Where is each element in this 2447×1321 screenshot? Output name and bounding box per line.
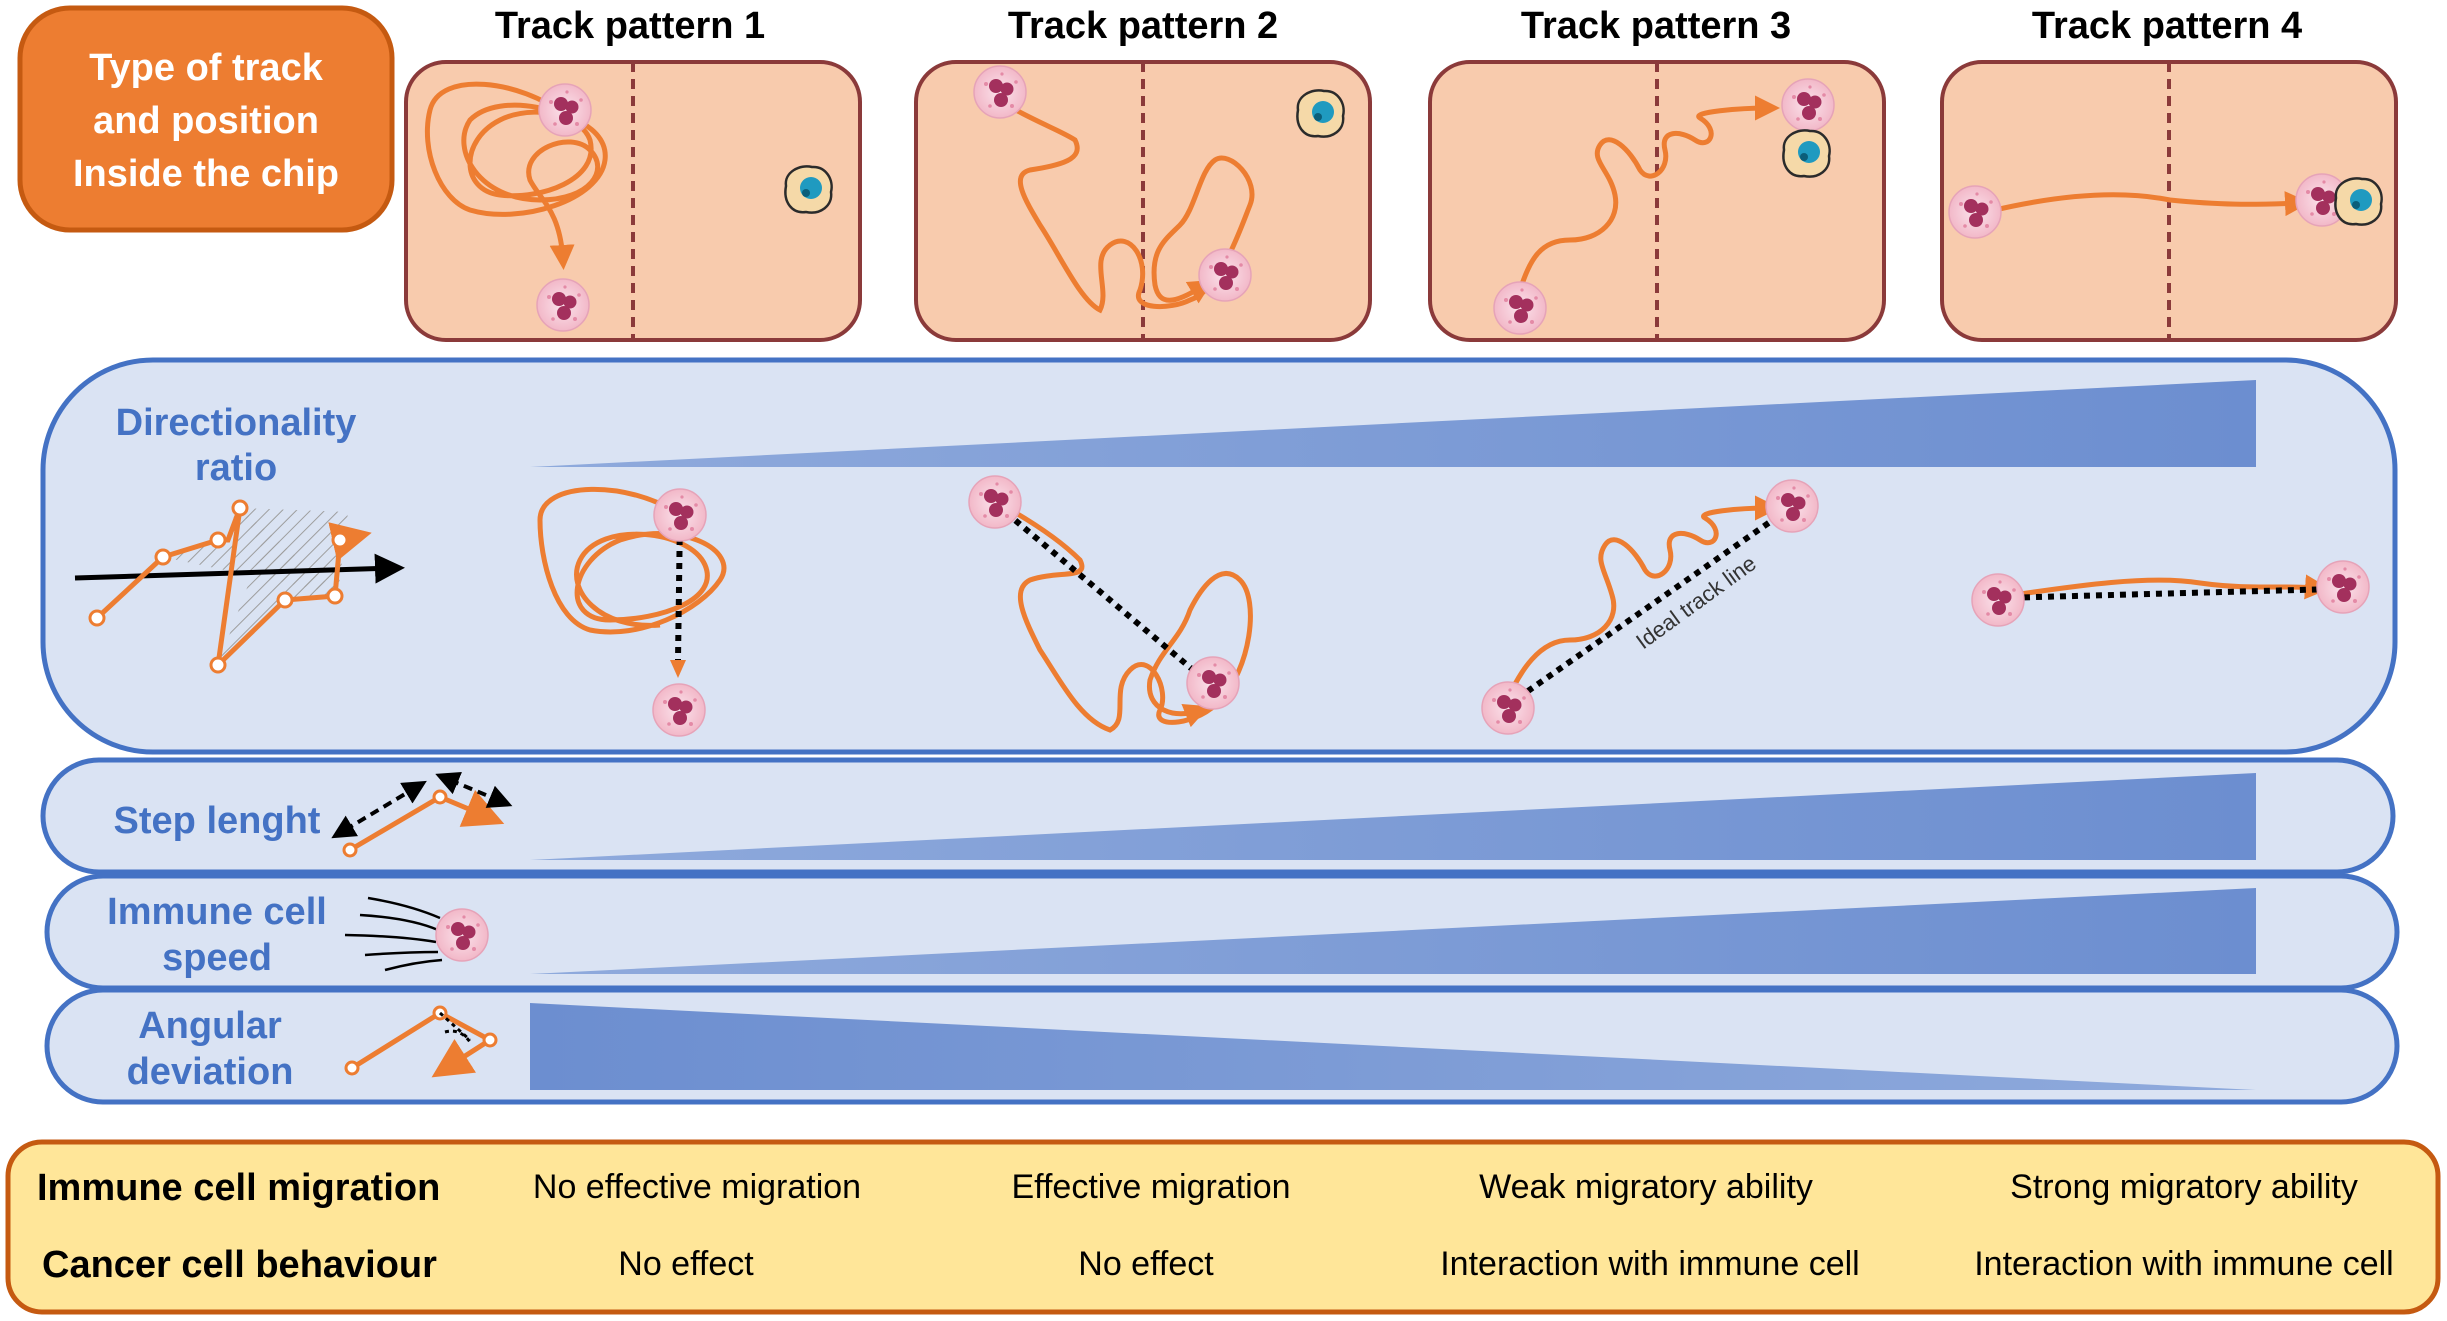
summary-cancer-4: Interaction with immune cell xyxy=(1974,1245,2394,1283)
immune-cell-icon xyxy=(538,83,592,137)
cancer-cell-icon xyxy=(784,165,833,214)
summary-migration-2: Effective migration xyxy=(1011,1168,1290,1206)
chip-pattern-1 xyxy=(404,60,862,342)
pattern-title-1: Track pattern 1 xyxy=(495,5,765,47)
cancer-cell-icon xyxy=(2334,177,2383,226)
immune-cell-icon xyxy=(1493,281,1547,335)
chip-pattern-4 xyxy=(1940,60,2398,342)
summary-box: Immune cell migration Cancer cell behavi… xyxy=(5,1139,2441,1315)
directionality-ratio-icon xyxy=(74,499,405,674)
chip-pattern-3 xyxy=(1428,60,1886,342)
summary-cancer-2: No effect xyxy=(1078,1245,1214,1283)
panel-track-4 xyxy=(1971,560,2370,627)
cancer-cell-icon xyxy=(1782,129,1831,178)
speed-panel: Immune cell speed xyxy=(44,873,2400,991)
summary-row-label-migration: Immune cell migration xyxy=(37,1167,440,1209)
summary-migration-3: Weak migratory ability xyxy=(1479,1168,1813,1206)
immune-cell-icon xyxy=(973,65,1027,119)
cancer-cell-icon xyxy=(1296,89,1345,138)
angular-deviation-icon xyxy=(344,1005,498,1078)
step-length-panel: Step lenght xyxy=(40,757,2396,875)
directionality-gradient-wedge xyxy=(530,380,2256,467)
speed-cell-icon xyxy=(344,896,489,972)
track-type-label-1: Type of track xyxy=(89,47,324,89)
angular-panel: Angular deviation xyxy=(44,987,2400,1105)
panel-track-1 xyxy=(537,486,727,737)
step-length-label: Step lenght xyxy=(114,800,321,842)
track-type-box: Type of track and position Inside the ch… xyxy=(17,5,395,233)
speed-label-2: speed xyxy=(162,937,272,979)
immune-cell-icon xyxy=(1948,185,2002,239)
pattern-title-3: Track pattern 3 xyxy=(1521,5,1791,47)
speed-label-1: Immune cell xyxy=(107,891,327,933)
track-path-4 xyxy=(1994,191,2310,217)
track-type-label-2: and position xyxy=(93,100,319,142)
immune-cell-icon xyxy=(1781,78,1835,132)
chip-pattern-2 xyxy=(914,60,1372,342)
summary-cancer-1: No effect xyxy=(618,1245,754,1283)
track-path-1 xyxy=(424,81,608,270)
directionality-label-2: ratio xyxy=(195,447,277,489)
track-path-2 xyxy=(988,92,1255,314)
step-length-icon xyxy=(331,772,513,858)
track-path-3 xyxy=(1517,95,1780,291)
angular-label-2: deviation xyxy=(127,1051,294,1093)
directionality-label-1: Directionality xyxy=(116,402,357,444)
step-length-gradient-wedge xyxy=(530,773,2256,860)
pattern-title-2: Track pattern 2 xyxy=(1008,5,1278,47)
angular-label-1: Angular xyxy=(138,1005,282,1047)
immune-cell-icon xyxy=(1198,248,1252,302)
angular-gradient-wedge xyxy=(530,1003,2256,1090)
speed-gradient-wedge xyxy=(530,888,2256,974)
panel-track-2 xyxy=(968,475,1253,733)
summary-row-label-cancer: Cancer cell behaviour xyxy=(42,1244,437,1286)
summary-migration-4: Strong migratory ability xyxy=(2010,1168,2358,1206)
track-type-label-3: Inside the chip xyxy=(73,153,339,195)
pattern-title-4: Track pattern 4 xyxy=(2032,5,2302,47)
immune-cell-icon xyxy=(536,278,590,332)
directionality-panel: Directionality ratio xyxy=(40,357,2398,755)
summary-migration-1: No effective migration xyxy=(533,1168,861,1206)
summary-cancer-3: Interaction with immune cell xyxy=(1440,1245,1860,1283)
